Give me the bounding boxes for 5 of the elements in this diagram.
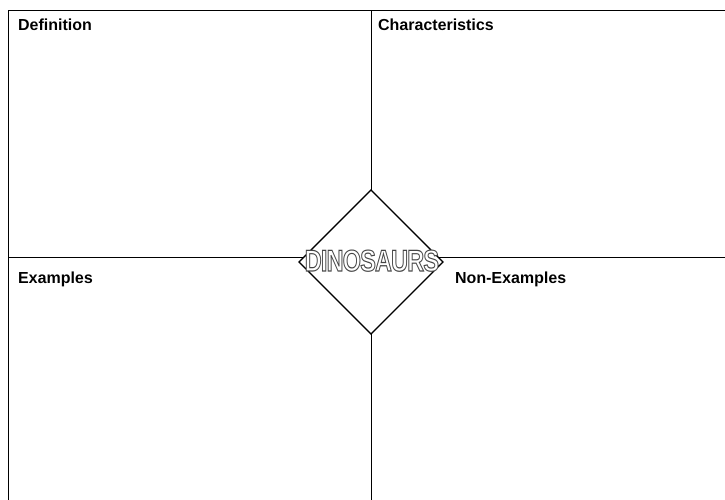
quadrant-heading: Definition xyxy=(18,17,92,35)
quadrant-heading: Non-Examples xyxy=(455,270,566,288)
quadrant-heading: Characteristics xyxy=(378,17,494,35)
center-title: DINOSAURS xyxy=(304,245,438,279)
quadrant-heading: Examples xyxy=(18,270,93,288)
